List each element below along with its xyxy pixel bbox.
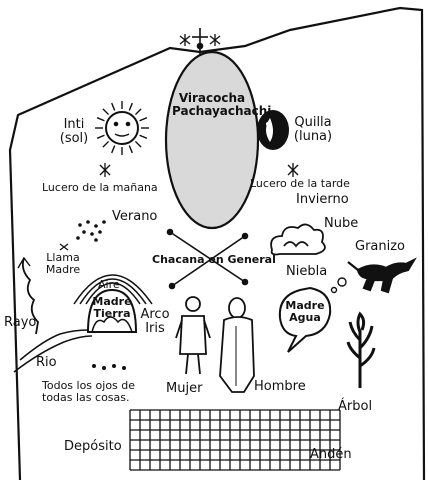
- quilla-label-line2: (luna): [293, 128, 333, 144]
- lucero-tarde-label: Lucero de la tarde: [250, 177, 350, 190]
- arbol-label: Árbol: [338, 399, 373, 414]
- madre-agua-bubble: [278, 286, 332, 353]
- wall-outline: [8, 6, 426, 480]
- star-icon: [179, 34, 221, 46]
- tree-icon: [346, 311, 376, 388]
- rayo-label: Rayo: [4, 315, 37, 330]
- deposito-grid: [129, 409, 341, 471]
- madre-tierra-label-line1: Madre: [92, 295, 132, 308]
- madre-tierra-icon: [86, 288, 138, 333]
- rio-label: Rio: [36, 355, 57, 370]
- llama-madre-label-line1: Llama: [46, 251, 80, 264]
- inti-label-line2: (sol): [59, 130, 89, 146]
- lucero-manana-star-icon: [99, 163, 111, 177]
- aire-label: Aire: [98, 278, 120, 291]
- ojos-label-line1: Todos los ojos de: [42, 379, 136, 392]
- hombre-label: Hombre: [254, 379, 306, 394]
- anden-label: Andén: [310, 447, 352, 462]
- madre-tierra-label: Madre Tierra: [88, 296, 136, 319]
- viracocha-label-line1: Viracocha: [178, 91, 246, 105]
- arco-iris-label-line1: Arco: [140, 307, 170, 322]
- viracocha-label-line2: Pachayachachi: [172, 103, 272, 118]
- arco-iris-label-line2: Iris: [145, 320, 165, 336]
- viracocha-label: Viracocha Pachayachachi: [172, 91, 272, 118]
- granizo-label: Granizo: [355, 239, 406, 254]
- granizo-trail-icon: [330, 277, 347, 294]
- woman-figure-icon: [175, 296, 211, 375]
- quilla-label-line1: Quilla: [294, 115, 332, 130]
- madre-agua-label: Madre Agua: [282, 300, 328, 323]
- inti-label-line1: Inti: [63, 117, 85, 132]
- madre-agua-label-line1: Madre: [285, 299, 325, 312]
- verano-stars-icon: [76, 220, 106, 242]
- chacana-cross-icon: [166, 228, 249, 290]
- cloud-icon: [270, 223, 326, 256]
- madre-agua-label-line2: Agua: [289, 310, 321, 324]
- quilla-label: Quilla (luna): [290, 116, 336, 143]
- madre-tierra-label-line2: Tierra: [93, 306, 131, 320]
- top-cross-icon: [192, 28, 208, 55]
- granizo-creature-icon: [347, 257, 417, 294]
- deposito-label: Depósito: [64, 439, 122, 454]
- viracocha-oval: [164, 50, 260, 230]
- river-icon: [13, 329, 93, 373]
- rainbow-icon: [73, 274, 153, 305]
- lucero-manana-label: Lucero de la mañana: [42, 181, 158, 194]
- mujer-label: Mujer: [166, 381, 203, 396]
- inti-label: Inti (sol): [52, 118, 96, 145]
- man-figure-icon: [219, 297, 255, 393]
- sun-icon: [95, 101, 149, 155]
- llama-madre-label-line2: Madre: [45, 262, 81, 276]
- ojos-label-line2: todas las cosas.: [42, 390, 130, 404]
- nube-label: Nube: [324, 216, 359, 231]
- ojos-label: Todos los ojos de todas las cosas.: [42, 380, 135, 403]
- llama-madre-label: Llama Madre: [44, 252, 82, 275]
- llama-star-icon: [59, 243, 69, 251]
- lucero-tarde-star-icon: [287, 163, 299, 177]
- arco-iris-label: Arco Iris: [138, 308, 172, 335]
- invierno-label: Invierno: [296, 192, 349, 207]
- lightning-icon: [21, 257, 39, 335]
- moon-icon: [257, 110, 289, 150]
- verano-label: Verano: [112, 209, 158, 224]
- niebla-label: Niebla: [286, 264, 328, 279]
- eyes-icon: [92, 364, 126, 370]
- chacana-label: Chacana en General: [152, 253, 276, 266]
